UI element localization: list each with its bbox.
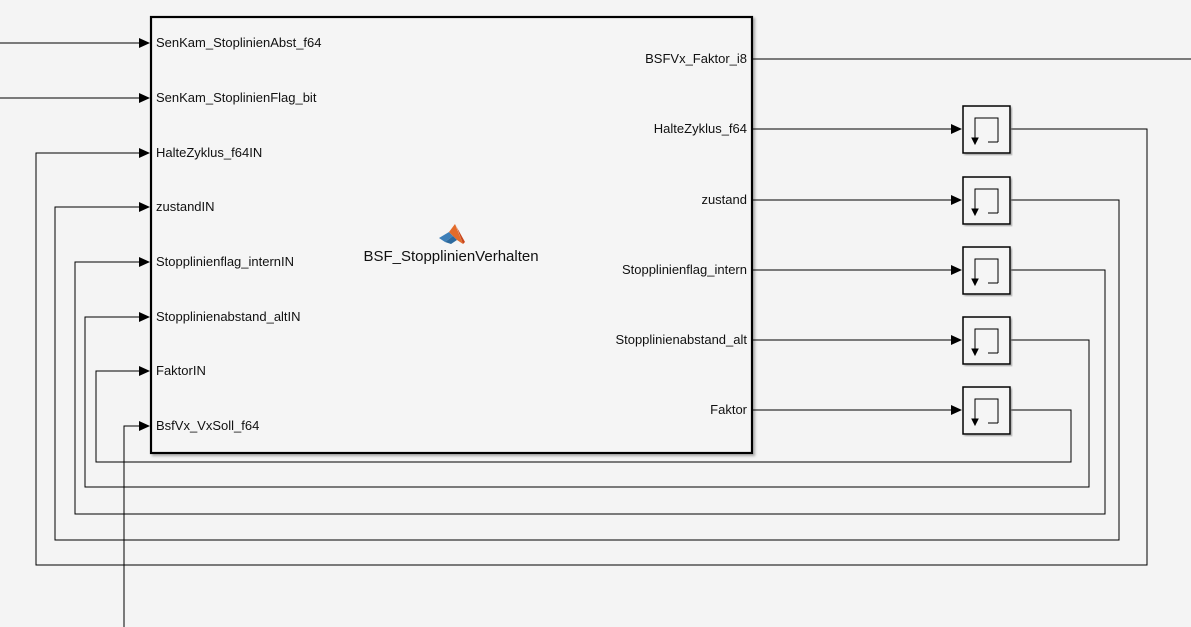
input-port-label-stoplinien-abst: SenKam_StoplinienAbst_f64 <box>156 35 322 50</box>
signal-line-vxsoll[interactable] <box>123 425 140 627</box>
output-port-label-stopplinienflag: Stopplinienflag_intern <box>621 262 747 277</box>
feedback-line-stopplinienflag[interactable] <box>74 261 1106 515</box>
feedback-line-faktor[interactable] <box>95 370 1072 463</box>
unit-delay-faktor[interactable] <box>962 386 1011 435</box>
feedback-line-halte-zyklus[interactable] <box>35 128 1148 566</box>
unit-delay-icon <box>971 117 999 146</box>
input-port-label-stopplinienflag: Stopplinienflag_internIN <box>156 254 295 269</box>
delay-input-arrowheads <box>951 124 962 415</box>
unit-delay-icon <box>971 328 999 357</box>
output-port-label-faktor: Faktor <box>710 402 747 417</box>
unit-delay-stopplinienabstand[interactable] <box>962 316 1011 365</box>
input-port-label-halte-zyklus: HalteZyklus_f64IN <box>156 145 263 160</box>
unit-delay-stopplinienflag[interactable] <box>962 246 1011 295</box>
unit-delay-halte-zyklus[interactable] <box>962 105 1011 154</box>
output-port-label-halte-zyklus: HalteZyklus_f64 <box>653 121 747 136</box>
block-title: BSF_StopplinienVerhalten <box>363 248 539 265</box>
feedback-line-zustand[interactable] <box>54 199 1120 541</box>
input-arrowheads <box>139 38 150 431</box>
input-port-label-vxsoll: BsfVx_VxSoll_f64 <box>156 418 260 433</box>
unit-delay-icon <box>971 258 999 287</box>
unit-delay-zustand[interactable] <box>962 176 1011 225</box>
feedback-line-stopplinienabstand[interactable] <box>84 316 1090 488</box>
unit-delay-icon <box>971 398 999 427</box>
unit-delay-icon <box>971 188 999 217</box>
output-port-label-stopplinienabstand: Stopplinienabstand_alt <box>615 332 747 347</box>
matlab-logo-icon <box>439 224 465 244</box>
output-port-label-zustand: zustand <box>701 192 747 207</box>
output-port-label-bsfvx-faktor: BSFVx_Faktor_i8 <box>645 51 747 66</box>
input-port-label-stoplinien-flag: SenKam_StoplinienFlag_bit <box>156 90 317 105</box>
input-port-label-faktor: FaktorIN <box>156 363 206 378</box>
input-port-label-stopplinienabstand: Stopplinienabstand_altIN <box>156 309 301 324</box>
input-port-label-zustand: zustandIN <box>156 199 215 214</box>
